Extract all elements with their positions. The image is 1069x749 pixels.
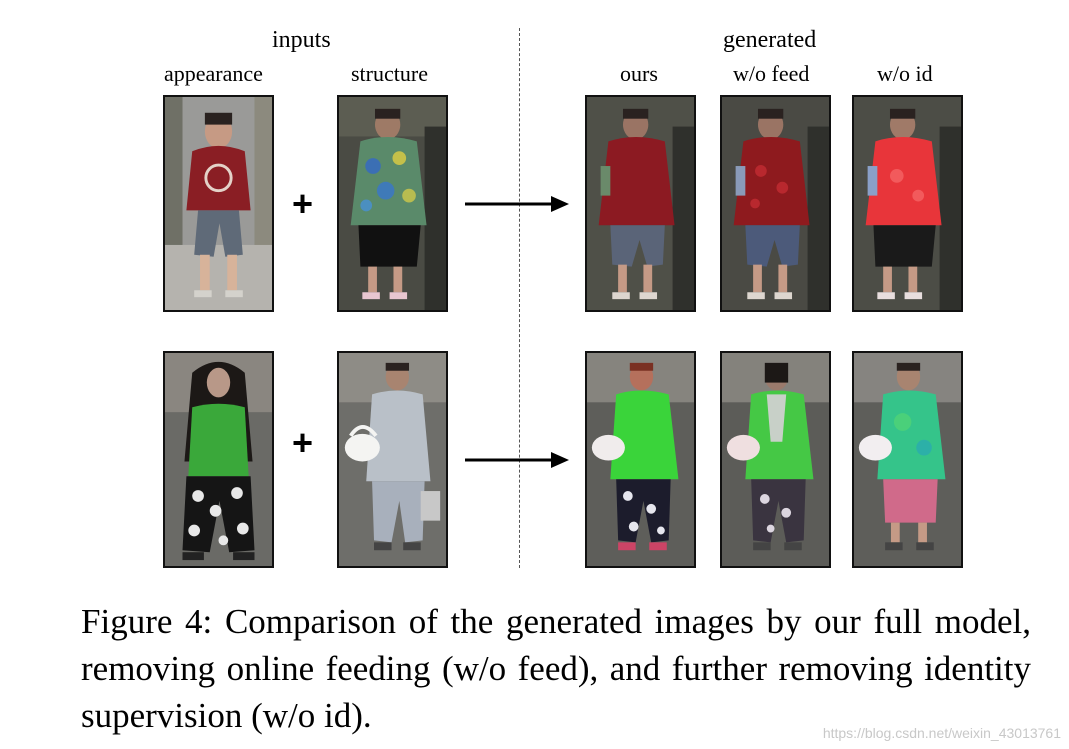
row1-structure-image bbox=[337, 95, 448, 312]
wo-id-label: w/o id bbox=[877, 61, 933, 86]
row1-appearance-image bbox=[163, 95, 274, 312]
row1-wo-feed-image bbox=[720, 95, 831, 312]
figure-caption: Figure 4: Comparison of the generated im… bbox=[81, 602, 1031, 735]
row1-ours-image bbox=[585, 95, 696, 312]
inputs-header: inputs bbox=[272, 27, 331, 53]
row2-wo-feed-image bbox=[720, 351, 831, 568]
row2-structure-image bbox=[337, 351, 448, 568]
arrow-icon bbox=[465, 452, 569, 468]
row2-wo-id-image bbox=[852, 351, 963, 568]
dashed-divider bbox=[519, 28, 520, 568]
row2-ours-image bbox=[585, 351, 696, 568]
arrow-icon bbox=[465, 196, 569, 212]
watermark-url: https://blog.csdn.net/weixin_43013761 bbox=[822, 725, 1061, 741]
plus-sign: + bbox=[292, 422, 314, 463]
row2-appearance-image bbox=[163, 351, 274, 568]
wo-feed-label: w/o feed bbox=[733, 61, 810, 86]
generated-header: generated bbox=[723, 27, 817, 53]
structure-label: structure bbox=[351, 61, 428, 86]
row1-wo-id-image bbox=[852, 95, 963, 312]
ours-label: ours bbox=[620, 61, 658, 86]
appearance-label: appearance bbox=[164, 61, 263, 86]
plus-sign: + bbox=[292, 183, 314, 224]
